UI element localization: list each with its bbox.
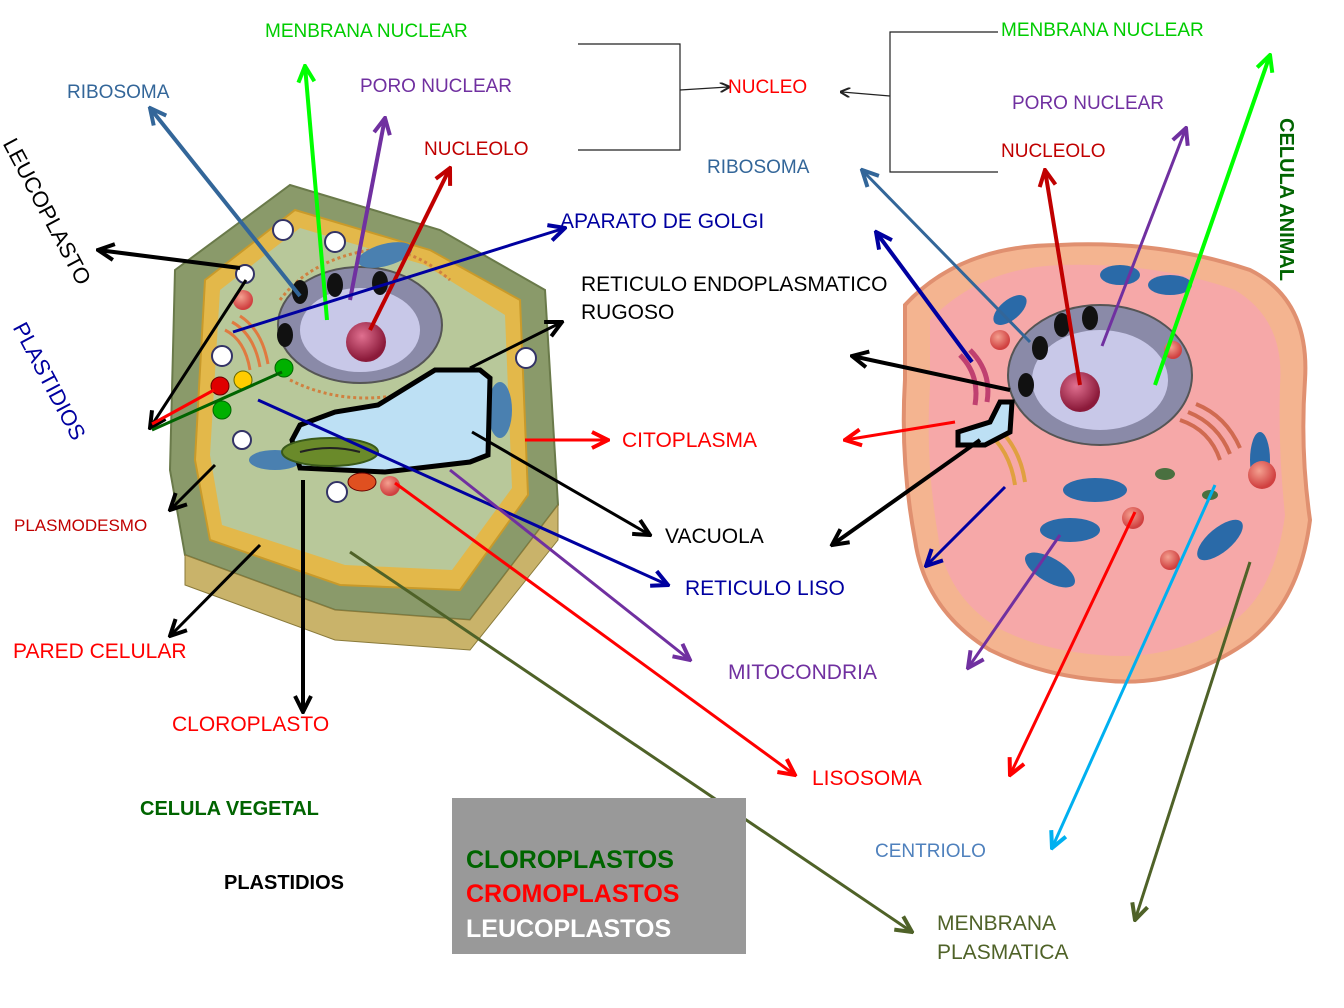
label-membrana-plasmatica-line2: PLASMATICA	[937, 941, 1069, 964]
animal-nucleolus	[1060, 372, 1100, 412]
arrow-golgi	[232, 228, 565, 334]
arrow-plant-ribosoma	[150, 108, 302, 298]
arrow-animal-centriolo	[1052, 484, 1217, 848]
label-animal-membrana-nuclear: MENBRANA NUCLEAR	[1001, 20, 1204, 41]
arrow-leucoplasto	[98, 250, 241, 270]
arrow-animal-vacuola	[832, 438, 982, 545]
label-membrana-plasmatica-line1: MENBRANA	[937, 912, 1057, 935]
arrow-plasmodesmo	[170, 463, 217, 510]
arrow-animal-membrana-nuclear	[1153, 55, 1270, 386]
plant-cell	[168, 183, 560, 651]
arrow-animal-mitocondria	[968, 534, 1062, 668]
arrow-plastidios-3	[151, 370, 283, 432]
arrow-animal-liso	[926, 485, 1007, 566]
arrow-plant-nucleolo	[368, 168, 450, 331]
label-plant-nucleolo: NUCLEOLO	[424, 139, 529, 160]
legend-cromoplastos: CROMOPLASTOS	[466, 880, 680, 908]
arrow-pared-celular	[170, 543, 262, 636]
arrow-animal-poro-nuclear	[1100, 128, 1186, 347]
arrow-plastidios-1	[150, 279, 248, 428]
legend-cloroplastos: CLOROPLASTOS	[466, 846, 674, 874]
arrow-plant-mitocondria	[449, 468, 690, 660]
label-nucleo: NUCLEO	[728, 77, 808, 98]
label-plasmodesmo: PLASMODESMO	[14, 516, 148, 535]
label-celula-animal: CELULA ANIMAL	[1275, 118, 1297, 281]
arrow-animal-citoplasma	[845, 420, 956, 440]
arrow-plant-lisosoma	[394, 481, 795, 775]
arrow-animal-golgi	[876, 232, 974, 364]
label-plastidios-bottom: PLASTIDIOS	[224, 872, 345, 894]
label-cloroplasto: CLOROPLASTO	[172, 713, 330, 736]
arrow-plant-liso	[257, 398, 668, 585]
label-plant-poro-nuclear: PORO NUCLEAR	[360, 76, 513, 97]
label-reticulo-rugoso-line2: RUGOSO	[581, 301, 675, 324]
pointer-arrows	[98, 55, 1270, 932]
animal-vacuole	[955, 399, 1015, 448]
arrow-animal-lisosoma	[1010, 511, 1137, 775]
plant-chloroplast	[281, 437, 379, 467]
label-citoplasma: CITOPLASMA	[622, 429, 757, 452]
label-pared-celular: PARED CELULAR	[13, 640, 187, 663]
label-mitocondria: MITOCONDRIA	[728, 661, 877, 684]
label-reticulo-rugoso-line1: RETICULO ENDOPLASMATICO	[581, 273, 888, 296]
label-plant-ribosoma: RIBOSOMA	[67, 82, 170, 103]
label-vacuola: VACUOLA	[665, 525, 764, 548]
arrow-plant-poro-nuclear	[348, 118, 385, 301]
plastid-legend: CLOROPLASTOS CROMOPLASTOS LEUCOPLASTOS	[452, 798, 746, 954]
label-plant-membrana-nuclear: MENBRANA NUCLEAR	[265, 21, 468, 42]
nucleus-brackets	[578, 31, 998, 173]
label-ribosoma-center: RIBOSOMA	[707, 157, 810, 178]
animal-cell	[901, 242, 1313, 684]
arrow-animal-membrana-plasmatica	[1135, 561, 1252, 920]
label-animal-poro-nuclear: PORO NUCLEAR	[1012, 93, 1165, 114]
animal-nucleus	[1032, 330, 1168, 430]
arrow-animal-rer	[852, 356, 1011, 392]
arrow-plant-membrana-nuclear	[305, 66, 329, 321]
label-animal-nucleolo: NUCLEOLO	[1001, 141, 1106, 162]
legend-leucoplastos: LEUCOPLASTOS	[466, 915, 672, 943]
plant-nucleolus	[346, 322, 386, 362]
arrow-plant-membrana-plasmatica	[349, 550, 912, 932]
arrow-plastidios-2	[151, 388, 215, 426]
arrow-animal-nucleolo	[1045, 170, 1082, 386]
label-celula-vegetal: CELULA VEGETAL	[140, 798, 319, 820]
arrow-animal-ribosoma	[862, 170, 1032, 344]
label-reticulo-liso: RETICULO LISO	[685, 577, 845, 600]
label-lisosoma: LISOSOMA	[812, 767, 922, 790]
label-aparato-golgi: APARATO DE GOLGI	[560, 210, 765, 233]
plant-cell-wall-front	[184, 503, 559, 651]
arrow-plant-rer	[469, 322, 562, 370]
label-centriolo: CENTRIOLO	[875, 841, 986, 862]
arrow-plant-vacuola	[471, 430, 650, 535]
